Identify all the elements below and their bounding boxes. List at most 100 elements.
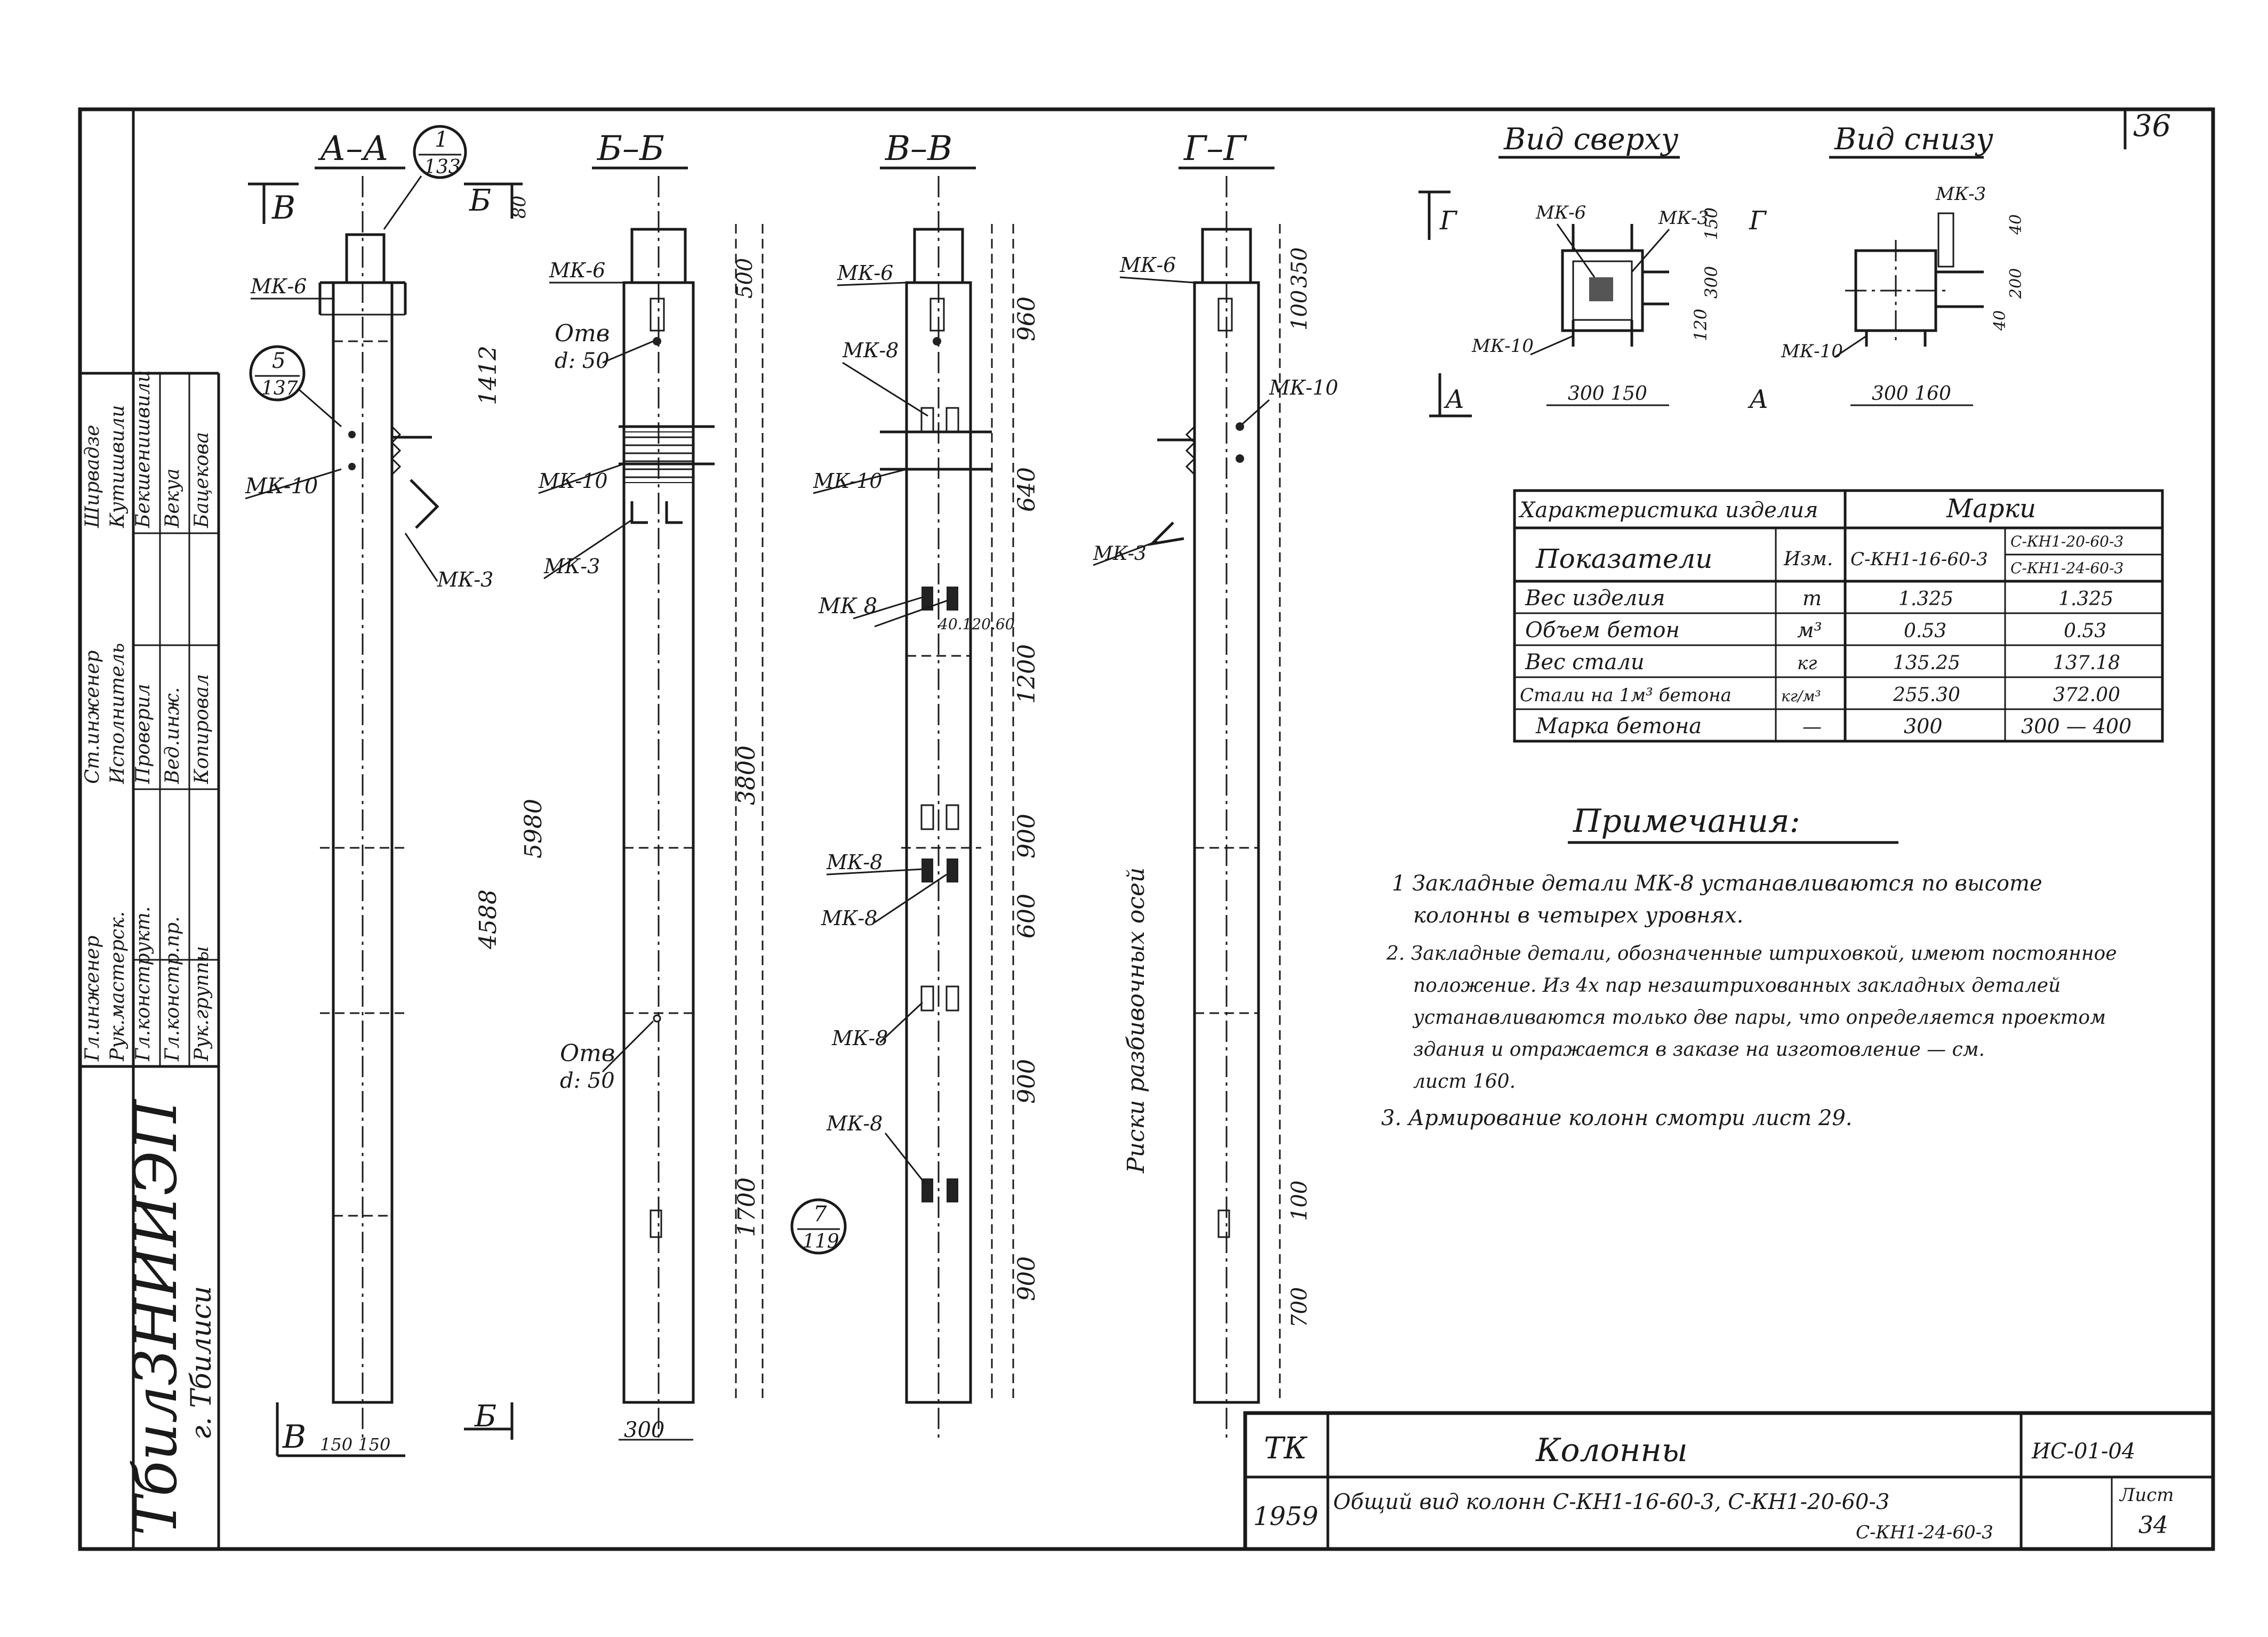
sheet-frame xyxy=(78,107,2215,1551)
title-code: ТК xyxy=(1264,1431,1308,1466)
svg-text:МК 8: МК 8 xyxy=(818,594,877,619)
stamp-org: ТбилЗНИИЭП xyxy=(122,1098,190,1536)
section-gg: Г–Г МК-6 МК-10 МК-3 Риски разбивочных ос… xyxy=(1093,129,1339,1440)
svg-text:Отв: Отв xyxy=(555,320,610,347)
note-line-5: устанавливаются только две пары, что опр… xyxy=(1412,1007,2106,1029)
svg-text:А: А xyxy=(1748,384,1768,414)
svg-text:7: 7 xyxy=(813,1202,827,1226)
svg-text:—: — xyxy=(1802,716,1822,738)
svg-text:100: 100 xyxy=(1287,290,1312,331)
callout-1-133 xyxy=(413,125,467,179)
svg-text:МК-8: МК-8 xyxy=(831,1026,888,1050)
svg-text:кг/м³: кг/м³ xyxy=(1781,687,1821,705)
note-line-7: лист 160. xyxy=(1413,1071,1516,1093)
top-view: Вид сверху Г МК-6 МК-3 МК-10 300 120 150… xyxy=(1418,122,1721,418)
note-line-1: 1 Закладные детали МК-8 устанавливаются … xyxy=(1392,871,2042,896)
title-desc-1: Общий вид колонн С-КН1-16-60-3, С-КН1-20… xyxy=(1333,1490,1889,1514)
svg-text:т: т xyxy=(1802,587,1822,610)
svg-text:МК-3: МК-3 xyxy=(1935,183,1986,205)
svg-text:МК-6: МК-6 xyxy=(549,259,605,282)
svg-text:900: 900 xyxy=(1013,1059,1040,1104)
svg-text:137: 137 xyxy=(261,378,298,399)
svg-text:d: 50: d: 50 xyxy=(555,349,610,373)
svg-text:d: 50: d: 50 xyxy=(560,1069,615,1093)
stamp-name-2: Кутишвили xyxy=(107,405,129,528)
spec-table: Характеристика изделия Марки Показатели … xyxy=(1513,489,2164,743)
svg-text:МК-10: МК-10 xyxy=(1471,335,1534,357)
spec-row-4: Марка бетона — 300 300 — 400 xyxy=(1535,714,2131,739)
svg-text:40: 40 xyxy=(2007,214,2025,235)
title-sheet-no: 34 xyxy=(2138,1512,2168,1539)
stamp-role2-2: Исполнитель xyxy=(107,643,129,784)
svg-text:137.18: 137.18 xyxy=(2053,652,2120,674)
section-vv: В–В МК-6 МК-8 МК-10 МК 8 40.120.60 МК-8 xyxy=(790,129,1040,1440)
svg-text:100: 100 xyxy=(1287,1181,1312,1221)
title-desc-2: С-КН1-24-60-3 xyxy=(1856,1522,1993,1543)
stamp-city: г. Тбилиси xyxy=(186,1286,218,1440)
svg-text:135.25: 135.25 xyxy=(1893,652,1960,674)
stamp-name-1: Ширвадзе xyxy=(82,425,103,528)
spec-row-3: Стали на 1м³ бетона кг/м³ 255.30 372.00 xyxy=(1520,684,2120,706)
svg-text:5: 5 xyxy=(272,349,285,373)
stamp-role-4: Гл.констр.пр. xyxy=(162,916,183,1062)
svg-text:Г: Г xyxy=(1439,206,1458,236)
note-line-3: 2. Закладные детали, обозначенные штрихо… xyxy=(1386,943,2117,965)
section-gg-title: Г–Г xyxy=(1183,129,1247,168)
stamp-role2-5: Копировал xyxy=(191,674,213,784)
stamp-role2-4: Вед.инж. xyxy=(162,687,183,784)
callout-7-119 xyxy=(790,1198,847,1255)
svg-text:1.325: 1.325 xyxy=(2058,588,2113,610)
svg-text:300 150: 300 150 xyxy=(1568,383,1647,405)
svg-text:900: 900 xyxy=(1013,814,1040,858)
stamp-role-5: Рук.группы xyxy=(191,946,213,1062)
svg-text:1412: 1412 xyxy=(475,346,502,405)
svg-text:300: 300 xyxy=(1904,715,1943,738)
stamp-name-5: Бацекова xyxy=(191,432,213,528)
svg-text:600: 600 xyxy=(1013,894,1040,938)
svg-text:40: 40 xyxy=(1991,310,2009,331)
svg-text:300: 300 xyxy=(1701,266,1721,299)
svg-text:1: 1 xyxy=(435,127,448,152)
svg-text:Вес стали: Вес стали xyxy=(1525,650,1645,675)
svg-text:МК-10: МК-10 xyxy=(1781,341,1843,362)
stamp-role2-3: Проверил xyxy=(132,684,154,784)
svg-text:МК-3: МК-3 xyxy=(543,555,600,578)
svg-text:Вес изделия: Вес изделия xyxy=(1525,586,1665,611)
stamp-name-3: Бекшенишвили xyxy=(132,370,154,528)
spec-row-0: Вес изделия т 1.325 1.325 xyxy=(1525,586,2113,611)
title-block: ТК 1959 Колонны Общий вид колонн С-КН1-1… xyxy=(1243,1411,2215,1551)
notes: Примечания: 1 Закладные детали МК-8 уста… xyxy=(1381,803,2117,1130)
callout-5-137 xyxy=(249,345,306,402)
svg-text:1200: 1200 xyxy=(1013,644,1040,704)
svg-text:В: В xyxy=(271,189,295,227)
note-line-4: положение. Из 4х пар незаштрихованных за… xyxy=(1413,975,2061,997)
top-view-body xyxy=(1561,249,1644,332)
svg-text:Отв: Отв xyxy=(560,1040,615,1067)
svg-text:Риски разбивочных осей: Риски разбивочных осей xyxy=(1123,868,1150,1174)
svg-text:МК-6: МК-6 xyxy=(250,275,307,298)
svg-text:255.30: 255.30 xyxy=(1893,684,1960,706)
svg-text:300: 300 xyxy=(624,1418,664,1442)
svg-text:300 160: 300 160 xyxy=(1872,383,1951,405)
svg-text:150: 150 xyxy=(1701,207,1721,240)
title-sheet-label: Лист xyxy=(2119,1484,2174,1506)
svg-text:1700: 1700 xyxy=(733,1177,760,1237)
stamp-role-1: Гл.инженер xyxy=(82,936,103,1062)
svg-text:700: 700 xyxy=(1287,1287,1312,1328)
svg-text:3800: 3800 xyxy=(733,745,760,805)
svg-text:40.120.60: 40.120.60 xyxy=(938,615,1015,633)
svg-text:300 — 400: 300 — 400 xyxy=(2021,715,2131,738)
title-year: 1959 xyxy=(1253,1502,1318,1531)
svg-text:900: 900 xyxy=(1013,1256,1040,1301)
svg-text:МК-8: МК-8 xyxy=(821,906,877,930)
svg-text:Стали на 1м³ бетона: Стали на 1м³ бетона xyxy=(1520,685,1732,706)
stamp-name-4: Векуа xyxy=(162,468,183,528)
sheet-number: 36 xyxy=(2133,109,2171,143)
spec-header-left: Характеристика изделия xyxy=(1518,498,1818,523)
bottom-view: Вид снизу Г МК-3 МК-10 200 40 40 А 300 1… xyxy=(1748,122,2025,414)
svg-text:кг: кг xyxy=(1797,653,1817,674)
svg-text:Изм.: Изм. xyxy=(1783,548,1833,570)
svg-text:С-КН1-24-60-3: С-КН1-24-60-3 xyxy=(2010,559,2123,577)
svg-text:Показатели: Показатели xyxy=(1535,543,1713,574)
svg-text:Г: Г xyxy=(1749,206,1767,236)
